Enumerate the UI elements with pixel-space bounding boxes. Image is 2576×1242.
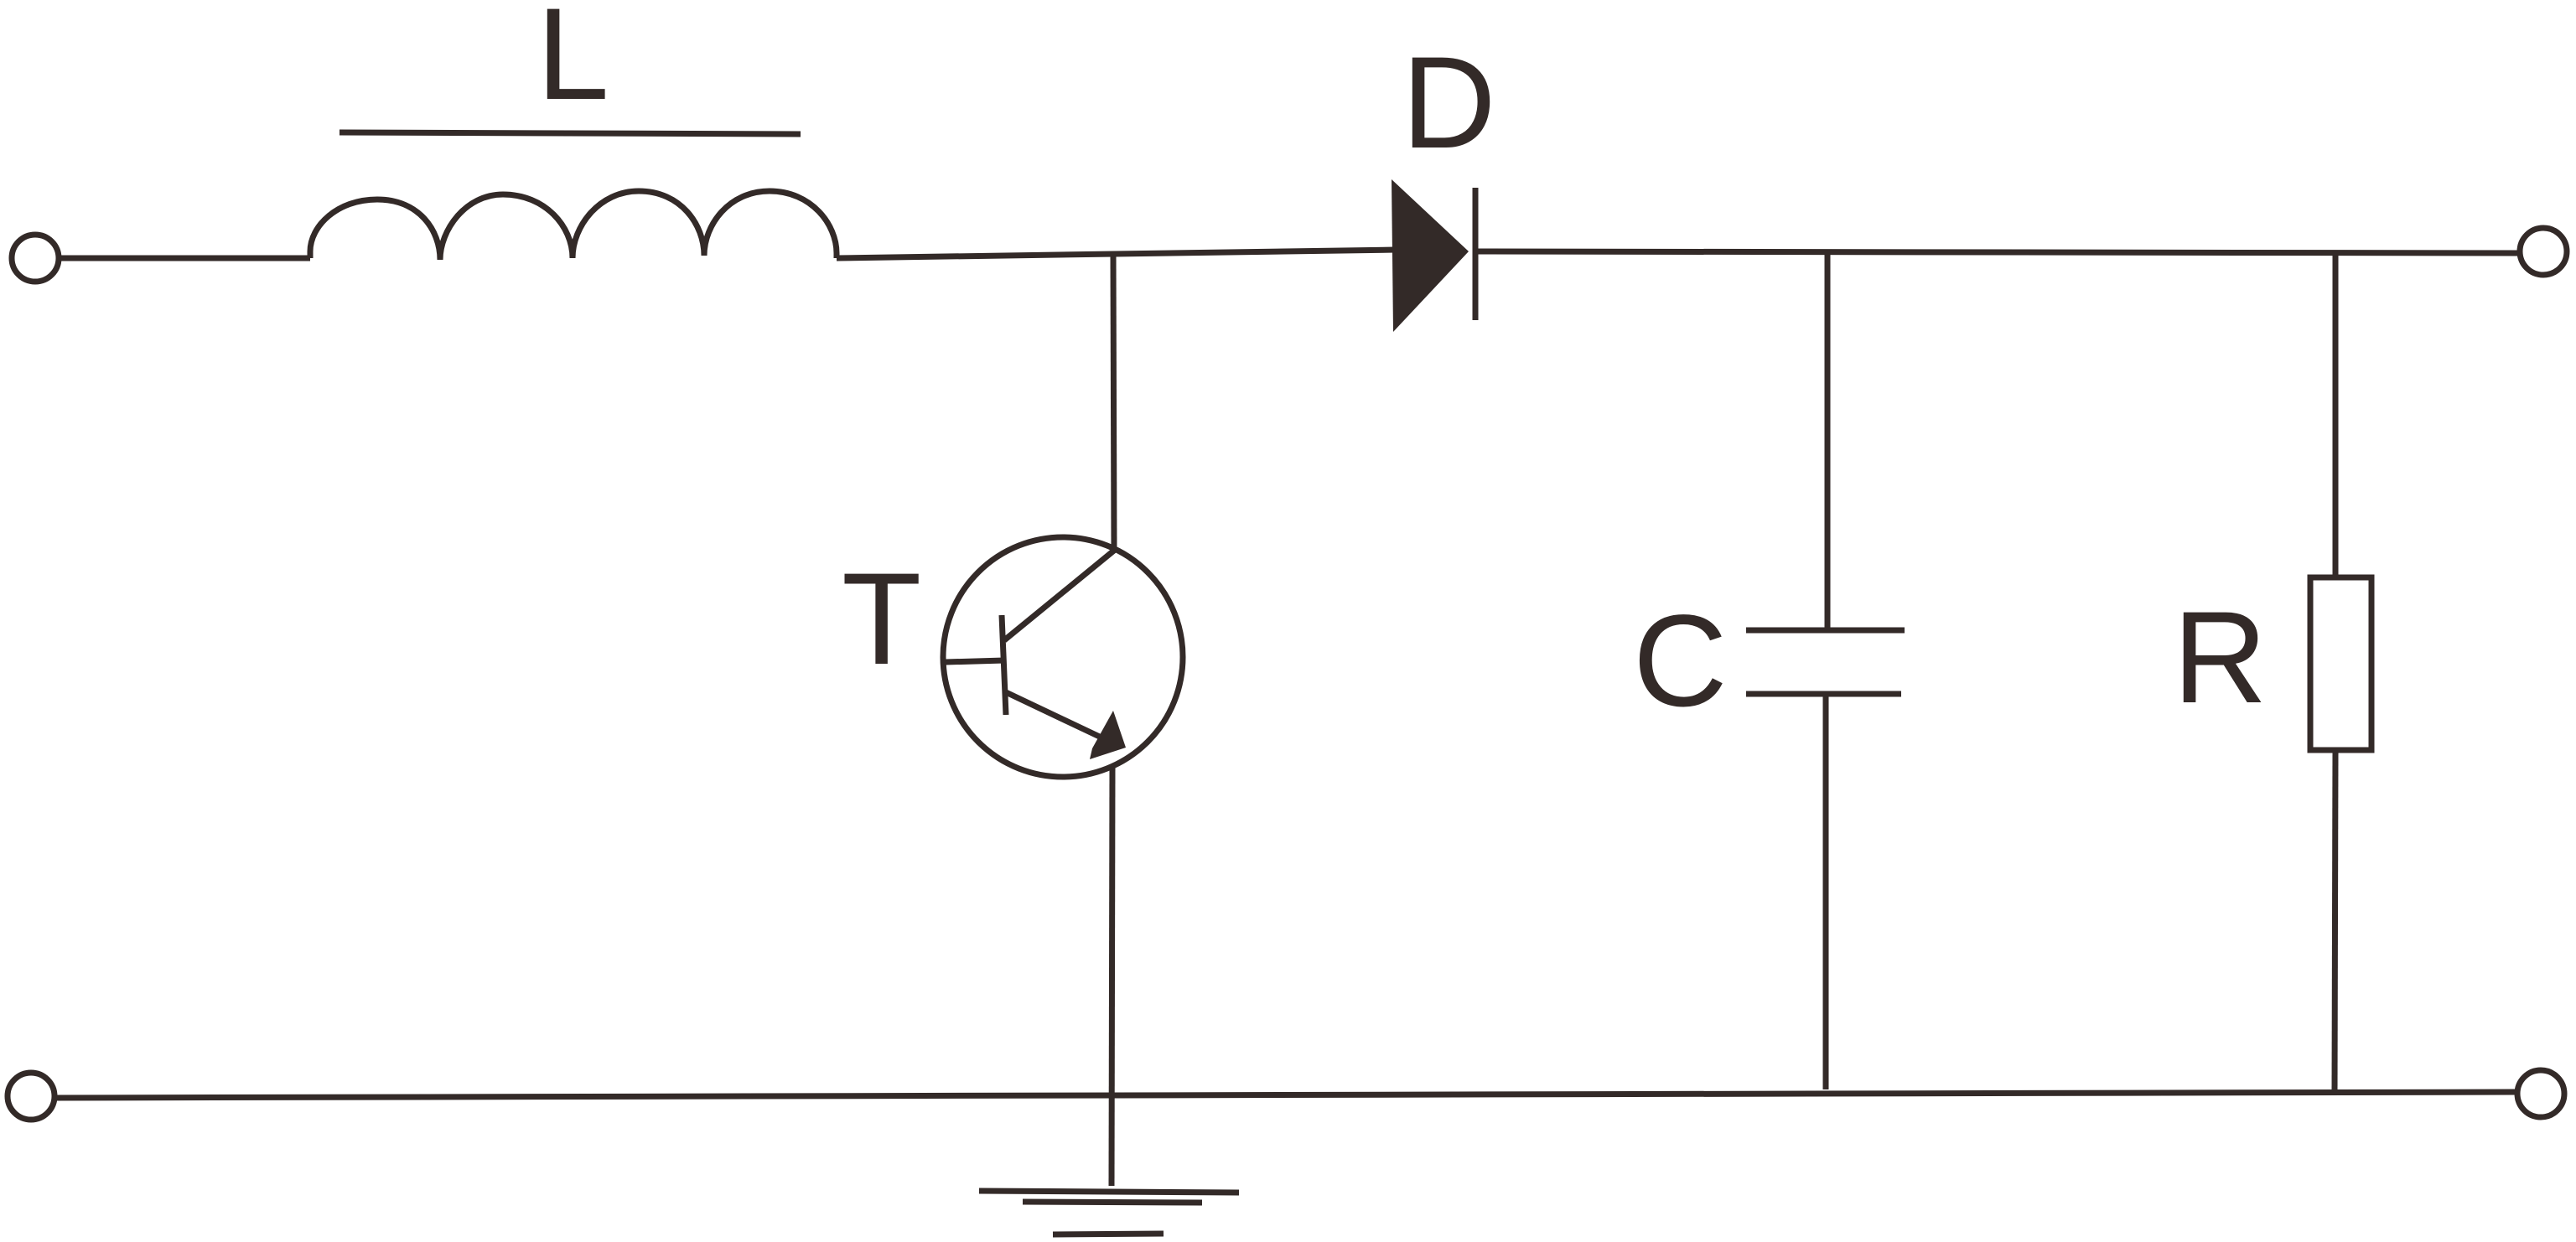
wire-bottom-rail — [54, 1089, 2518, 1101]
transistor-collector-lead — [1002, 547, 1117, 643]
resistor-body — [2307, 574, 2375, 753]
wire-inductor-to-diode — [836, 246, 1397, 261]
transistor-body-circle — [940, 534, 1186, 780]
transistor-base-lead — [945, 657, 1005, 665]
resistor-R: R — [2173, 253, 2375, 1092]
inductor-L: L — [307, 0, 840, 261]
transistor-collector-wire — [1110, 254, 1117, 551]
output-terminal-top — [2516, 225, 2570, 278]
transistor-emitter-lead — [1004, 689, 1107, 743]
input-terminal-top — [8, 231, 62, 285]
input-terminal-bottom — [4, 1069, 58, 1123]
capacitor-C: C — [1633, 252, 1905, 1089]
transistor-emitter-arrow — [1090, 711, 1126, 759]
inductor-core-line — [339, 129, 801, 137]
inductor-label: L — [536, 0, 609, 127]
diode-label: D — [1402, 30, 1496, 176]
capacitor-label: C — [1633, 588, 1728, 734]
transistor-label: T — [842, 546, 921, 692]
transistor-base-bar — [998, 614, 1009, 716]
ground-line-1 — [978, 1188, 1240, 1196]
resistor-label: R — [2173, 585, 2268, 731]
output-terminal-bottom — [2514, 1067, 2568, 1120]
diode-D: D — [1392, 30, 1496, 332]
ground-line-2 — [1022, 1198, 1203, 1206]
ground-symbol — [978, 1188, 1240, 1238]
diode-anode-triangle — [1392, 179, 1469, 332]
transistor-T: T — [842, 254, 1186, 1187]
wire-top-rail — [1475, 248, 2521, 256]
inductor-coil — [307, 188, 840, 261]
